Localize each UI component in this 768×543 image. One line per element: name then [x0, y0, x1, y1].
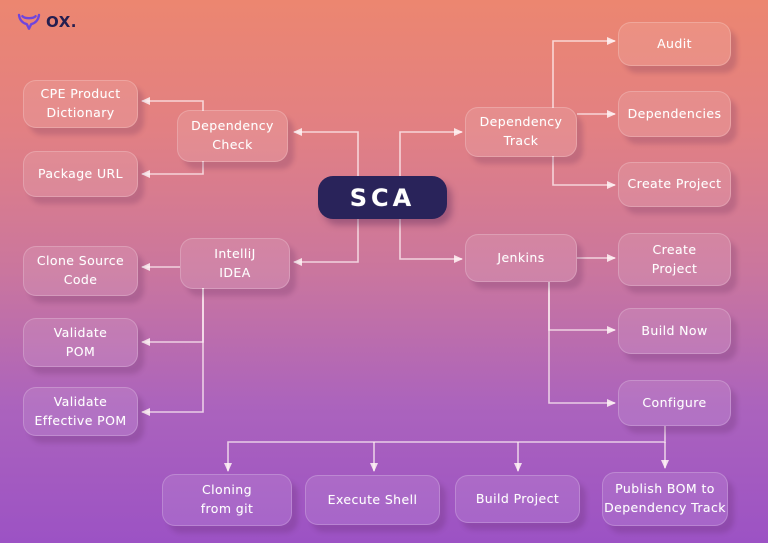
- node-dependency-check[interactable]: Dependency Check: [177, 110, 288, 162]
- node-jenkins[interactable]: Jenkins: [465, 234, 577, 282]
- connector-dependency-track-to-create-project: [552, 156, 616, 189]
- node-build-project-label: Build Project: [475, 490, 560, 506]
- node-dependencies-label: Dependencies: [627, 105, 722, 121]
- node-validate-pom-label: Validate POM: [53, 324, 108, 359]
- node-intellij-idea-label: IntelliJ IDEA: [214, 245, 256, 280]
- node-build-project[interactable]: Build Project: [455, 475, 580, 523]
- node-build-now-label: Build Now: [641, 322, 708, 338]
- node-validate-pom[interactable]: Validate POM: [23, 318, 138, 367]
- node-dependency-track-label: Dependency Track: [479, 114, 563, 148]
- node-jenkins-label: Jenkins: [497, 249, 545, 265]
- node-intellij-idea[interactable]: IntelliJ IDEA: [180, 238, 290, 289]
- node-create-project-jenkins-label: Create Project: [651, 241, 698, 276]
- connector-jenkins-to-configure: [548, 282, 616, 407]
- node-cloning-from-git[interactable]: Cloning from git: [162, 474, 292, 526]
- node-dependency-track[interactable]: Dependency Track: [465, 107, 577, 157]
- node-dependencies[interactable]: Dependencies: [618, 91, 731, 137]
- node-configure[interactable]: Configure: [618, 380, 731, 426]
- node-cloning-from-git-label: Cloning from git: [200, 482, 254, 516]
- connector-sca-to-intellij-idea: [293, 218, 359, 266]
- connector-dependency-track-to-audit: [552, 37, 616, 108]
- node-execute-shell[interactable]: Execute Shell: [305, 475, 440, 525]
- node-configure-label: Configure: [642, 394, 707, 410]
- node-sca-label: SCA: [349, 183, 416, 212]
- connector-configure-to-cloning-from-git: [224, 426, 666, 472]
- node-clone-source-code-label: Clone Source Code: [36, 253, 125, 287]
- node-audit[interactable]: Audit: [618, 22, 731, 66]
- node-validate-effective-pom-label: Validate Effective POM: [34, 393, 127, 428]
- ox-horns-icon: [17, 12, 41, 32]
- connector-jenkins-to-build-now: [548, 282, 616, 334]
- node-audit-label: Audit: [657, 35, 692, 51]
- connector-sca-to-dependency-check: [293, 128, 359, 177]
- ox-logo: OX.: [17, 11, 77, 33]
- node-clone-source-code[interactable]: Clone Source Code: [23, 246, 138, 296]
- brand-name: OX.: [46, 13, 77, 31]
- node-create-project-jenkins[interactable]: Create Project: [618, 233, 731, 286]
- connector-intellij-to-validate-effective-pom: [141, 288, 204, 416]
- node-execute-shell-label: Execute Shell: [327, 491, 418, 507]
- connector-intellij-to-validate-pom: [141, 288, 204, 346]
- connector-sca-to-jenkins: [399, 218, 463, 263]
- node-package-url-label: Package URL: [38, 165, 123, 181]
- node-build-now[interactable]: Build Now: [618, 308, 731, 354]
- connector-sca-to-dependency-track: [399, 128, 463, 177]
- node-package-url[interactable]: Package URL: [23, 151, 138, 197]
- node-dependency-check-label: Dependency Check: [191, 118, 274, 152]
- node-create-project-dependency-track-label: Create Project: [627, 176, 722, 192]
- node-create-project-dependency-track[interactable]: Create Project: [618, 162, 731, 207]
- node-cpe-product-dictionary[interactable]: CPE Product Dictionary: [23, 80, 138, 128]
- node-validate-effective-pom[interactable]: Validate Effective POM: [23, 387, 138, 436]
- node-cpe-product-dictionary-label: CPE Product Dictionary: [40, 86, 121, 120]
- node-publish-bom-to-dependency-track[interactable]: Publish BOM to Dependency Track: [602, 472, 728, 526]
- node-sca[interactable]: SCA: [318, 176, 447, 219]
- connector-dependency-check-to-package-url: [141, 161, 204, 178]
- node-publish-bom-to-dependency-track-label: Publish BOM to Dependency Track: [604, 481, 726, 515]
